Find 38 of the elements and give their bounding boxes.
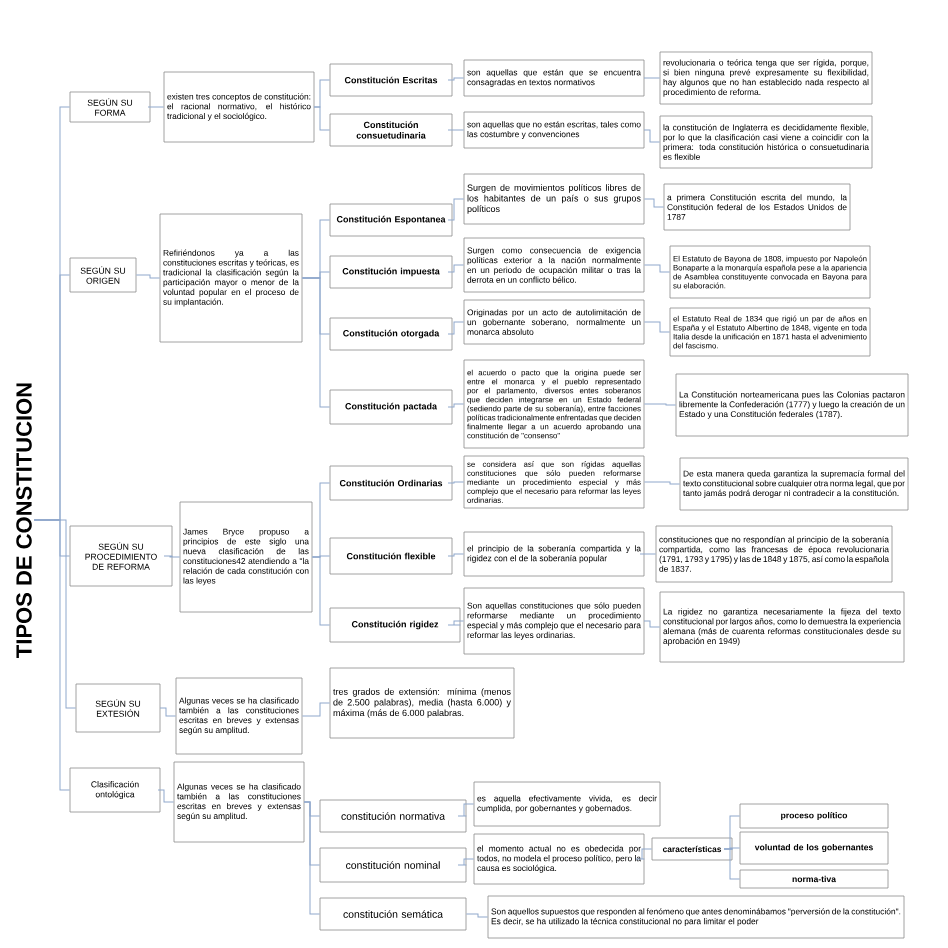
bracket-connector xyxy=(447,321,465,335)
bracket-connector xyxy=(447,264,465,273)
bracket-connector xyxy=(643,481,681,485)
bracket-connector xyxy=(643,198,665,208)
bracket-connector xyxy=(157,789,175,803)
bracket-connector xyxy=(643,129,661,143)
bracket-connector xyxy=(723,848,741,880)
bracket-connector xyxy=(643,77,661,79)
bracket-connector xyxy=(447,129,465,131)
bracket-connector xyxy=(301,702,331,717)
bracket-connector xyxy=(635,848,653,860)
bracket-connector xyxy=(643,403,677,406)
bracket-connector xyxy=(33,519,71,791)
bracket-connector xyxy=(311,556,331,626)
bracket-connector xyxy=(465,913,489,918)
title: TIPOS DE CONSTITUCION xyxy=(16,383,32,658)
bracket-connector xyxy=(313,106,331,131)
bracket-connector xyxy=(643,620,661,628)
bracket-connector xyxy=(643,264,671,273)
bracket-connector xyxy=(643,321,671,333)
bracket-connector xyxy=(159,707,177,717)
bracket-connector xyxy=(457,803,475,817)
bracket-connector xyxy=(303,801,321,915)
bracket-connector xyxy=(457,858,475,866)
bracket-connector xyxy=(147,106,165,108)
bracket-connector xyxy=(163,555,181,558)
bracket-connector xyxy=(447,403,465,408)
bracket-connector xyxy=(447,77,465,81)
bracket-connector xyxy=(447,198,465,221)
bracket-connector xyxy=(301,277,331,408)
bracket-connector xyxy=(313,79,331,108)
bracket-connector xyxy=(723,847,741,850)
bracket-connector xyxy=(639,553,657,555)
bracket-connector xyxy=(723,815,741,850)
bracket-connector xyxy=(447,553,465,557)
bracket-connector xyxy=(447,481,465,484)
bracket-connector xyxy=(135,274,161,279)
bracket-connector xyxy=(447,620,465,626)
